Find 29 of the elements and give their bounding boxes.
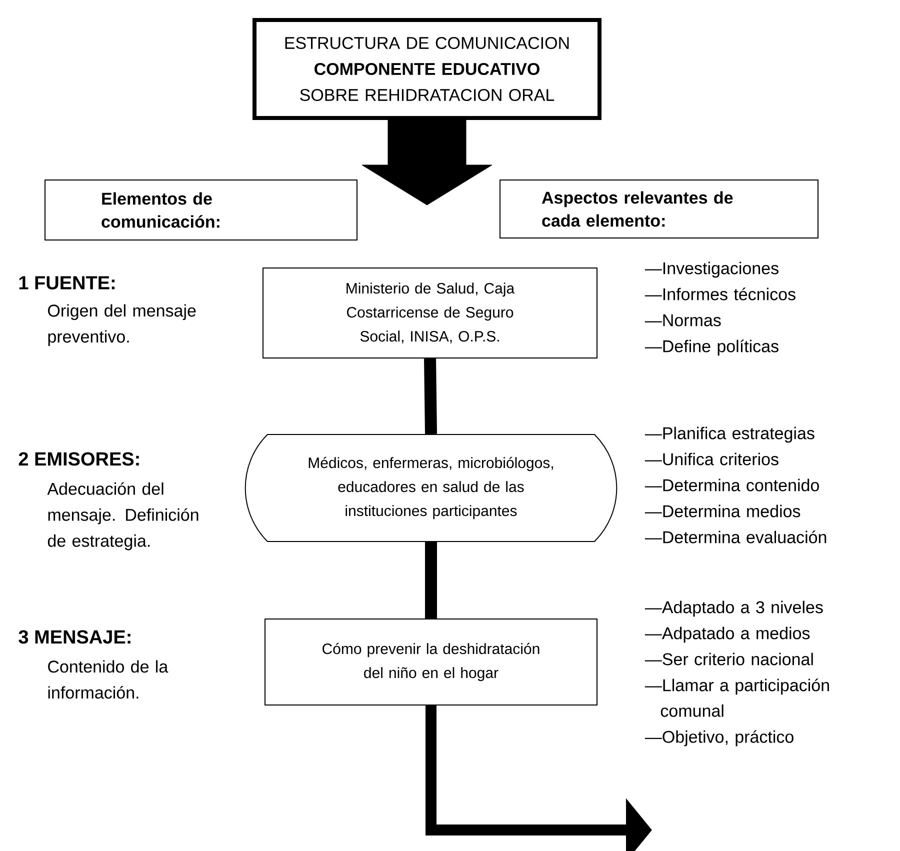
row-description: Contenido de la información. <box>48 660 168 699</box>
heading-box: Elementos de comunicación: <box>44 180 358 240</box>
row-heading: 2 EMISORES: <box>18 452 139 466</box>
process-box: Cómo prevenir la deshidratación del niño en el hogar <box>264 618 598 706</box>
list-item: —Objetivo, práctico <box>644 730 794 746</box>
list-item: —Determina evaluación <box>644 530 826 544</box>
list-item: —Determina contenido <box>644 478 819 492</box>
list-item: —Define políticas <box>644 340 778 356</box>
list-item: —Adaptado a 3 niveles <box>644 600 823 617</box>
connector-bar <box>424 358 437 434</box>
list-item: —Unifica criterios <box>644 452 778 466</box>
list-item: —Adpatado a medios <box>644 626 810 643</box>
row-heading: 1 FUENTE: <box>19 276 115 290</box>
row-description: Origen del mensaje preventivo. <box>48 304 196 346</box>
list-item: —Ser criterio nacional <box>644 652 813 666</box>
list-item: —Determina medios <box>644 504 800 518</box>
row-description: Adecuación del mensaje. Definición de estrategia. <box>47 482 198 550</box>
title-box: ESTRUCTURA DE COMUNICACION COMPONENTE EDUCATIVO SOBRE REHIDRATACION ORAL <box>252 18 602 120</box>
list-item: —Normas <box>644 314 721 326</box>
block-arrow <box>362 120 492 206</box>
heading-box: Aspectos relevantes de cada elemento: <box>500 180 818 238</box>
process-box: Ministerio de Salud, Caja Costarricense de Seguro Social, INISA, O.P.S. <box>262 268 598 358</box>
list-item: —Llamar a participación comunal <box>644 678 829 717</box>
list-item: —Informes técnicos <box>644 288 796 300</box>
process-box: Médicos, enfermeras, microbiólogos, educadores en salud de las instituciones participantes <box>244 434 618 542</box>
list-item: —Planifica estrategias <box>644 426 814 443</box>
list-item: —Investigaciones <box>644 262 778 278</box>
connector-bar <box>425 542 437 618</box>
row-heading: 3 MENSAJE: <box>18 630 130 644</box>
